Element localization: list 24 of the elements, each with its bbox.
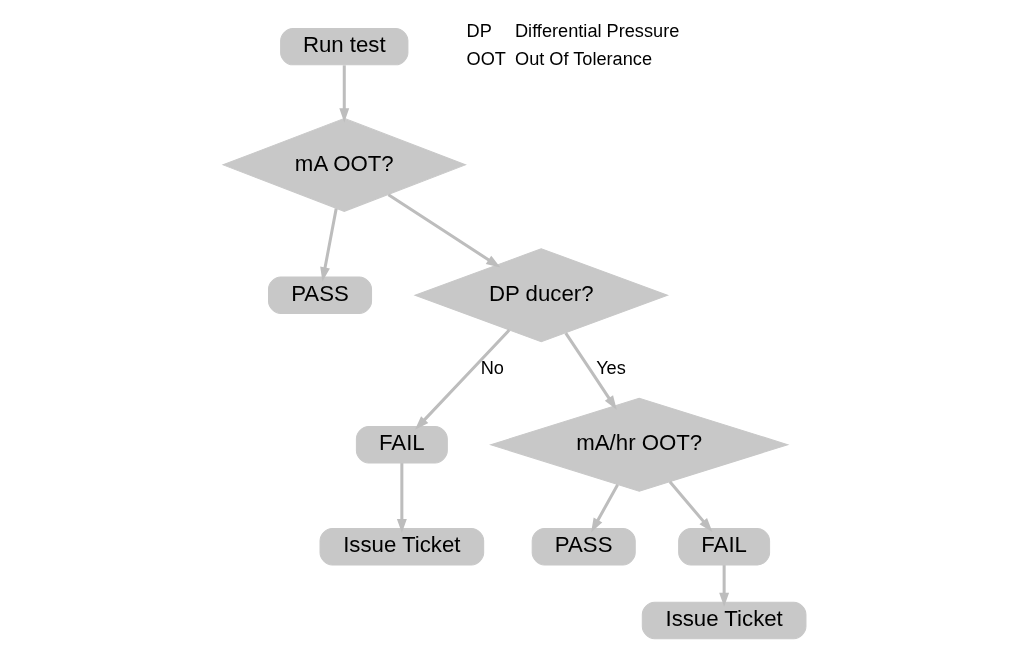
node-box: PASS bbox=[268, 276, 373, 314]
arrow bbox=[387, 193, 501, 268]
arrow bbox=[396, 463, 407, 534]
node-box: Run test bbox=[280, 27, 409, 66]
node-diamond: DP ducer? bbox=[413, 248, 669, 343]
arrow bbox=[668, 480, 713, 532]
node-diamond: mA OOT? bbox=[221, 117, 467, 212]
node-box: FAIL bbox=[678, 528, 771, 566]
node-box: FAIL bbox=[355, 426, 448, 464]
arrow bbox=[320, 208, 338, 282]
arrow bbox=[564, 332, 617, 410]
edge-label: No bbox=[480, 358, 504, 379]
arrow bbox=[719, 565, 730, 607]
node-box: PASS bbox=[531, 528, 636, 566]
label: Out Of Tolerance bbox=[515, 49, 653, 70]
arrow bbox=[414, 329, 511, 430]
arrow bbox=[591, 483, 619, 533]
edge-label: Yes bbox=[596, 358, 626, 379]
label: Differential Pressure bbox=[515, 20, 680, 41]
node-box: Issue Ticket bbox=[641, 601, 807, 640]
label: DP bbox=[466, 20, 492, 41]
label: OOT bbox=[466, 49, 506, 70]
node-box: Issue Ticket bbox=[319, 528, 485, 566]
arrow bbox=[339, 65, 350, 123]
